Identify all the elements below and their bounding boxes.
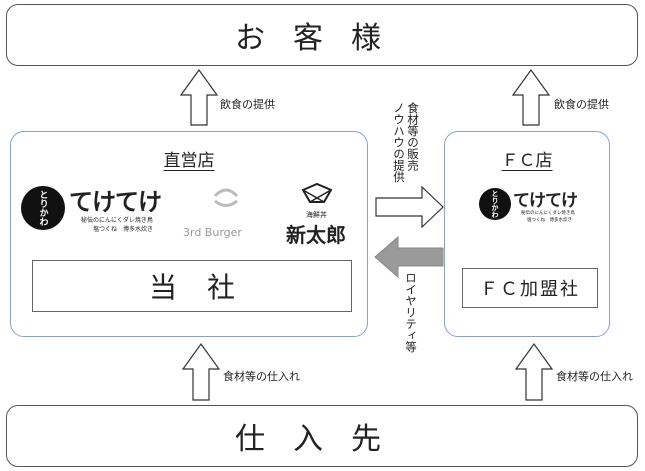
sale-line-1: 食材等の販売 <box>406 102 420 171</box>
company-label: 当社 <box>148 271 265 304</box>
burger-icon <box>213 188 239 207</box>
fc-tetetete-sub2: 塩つくね 博多水炊き <box>527 218 572 223</box>
suppliers-box: 仕入先 <box>6 405 638 467</box>
arrow-right-sale <box>375 185 444 229</box>
arrow-up-supply-left <box>181 342 221 401</box>
arrow-up-food-right <box>511 68 551 126</box>
arrow-left-royalty <box>374 235 444 279</box>
fc-tetetete-name: てけてけ <box>513 191 578 211</box>
sale-line-2: ノウハウの提供 <box>392 102 406 183</box>
fc-tetetete-emblem: とりかわ <box>479 188 511 220</box>
supply-label-left: 食材等の仕入れ <box>223 370 300 383</box>
fc-member-label: ＦＣ加盟社 <box>480 279 580 300</box>
shintaro-small: 海鮮丼 <box>306 211 327 219</box>
tetetete-logo: とりかわ てけてけ 秘伝のにんにくダレ焼き鳥 塩つくね 博多水炊き <box>21 182 169 240</box>
customers-label: お客様 <box>235 21 409 56</box>
burger-name: 3rd Burger <box>183 226 242 239</box>
tetetete-name: てけてけ <box>69 188 162 216</box>
tetetete-sub1: 秘伝のにんにくダレ焼き鳥 <box>81 217 153 224</box>
fc-tetetete-sub1: 秘伝のにんにくダレ焼き鳥 <box>521 211 575 216</box>
sale-label: 食材等の販売 ノウハウの提供 <box>390 102 420 183</box>
tetetete-emblem: とりかわ <box>21 186 65 230</box>
arrow-up-supply-right <box>514 342 554 401</box>
shintaro-name: 新太郎 <box>286 223 346 247</box>
shintaro-logo: 海鮮丼 新太郎 <box>286 182 356 248</box>
fc-store-title: ＦＣ店 <box>501 151 553 171</box>
customers-box: お客様 <box>6 4 638 66</box>
supply-label-right: 食材等の仕入れ <box>556 370 633 383</box>
company-box: 当社 <box>32 260 352 312</box>
direct-store-title: 直営店 <box>163 151 215 171</box>
arrow-up-food-left <box>179 68 219 126</box>
suppliers-label: 仕入先 <box>235 422 409 457</box>
burger-logo: 3rd Burger <box>179 186 265 242</box>
royalty-label: ロイヤリティ等 <box>404 272 418 353</box>
tetetete-sub2: 塩つくね 博多水炊き <box>93 226 154 233</box>
food-label-left: 飲食の提供 <box>220 98 275 111</box>
shintaro-icon <box>301 182 333 203</box>
food-label-right: 飲食の提供 <box>554 98 609 111</box>
fc-tetetete-logo: とりかわ てけてけ 秘伝のにんにくダレ焼き鳥 塩つくね 博多水炊き <box>479 186 589 230</box>
fc-member-box: ＦＣ加盟社 <box>462 268 598 308</box>
